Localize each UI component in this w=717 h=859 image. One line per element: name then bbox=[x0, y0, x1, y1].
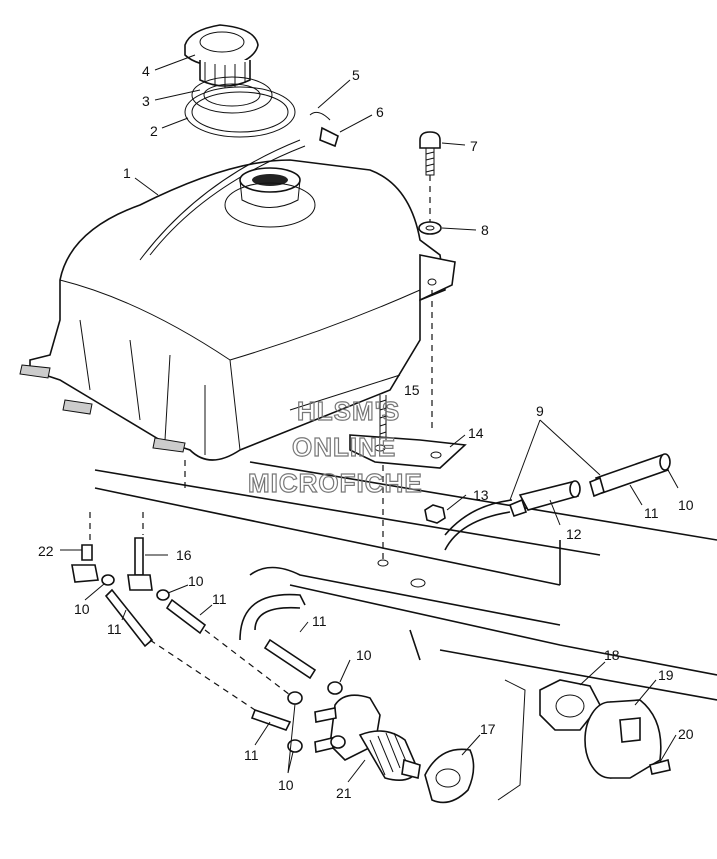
callout-10-d: 10 bbox=[356, 647, 372, 663]
fuel-lines-lower bbox=[104, 588, 317, 731]
bolt bbox=[419, 131, 441, 176]
vent-fitting bbox=[319, 126, 339, 148]
callout-11-a: 11 bbox=[644, 505, 659, 521]
callout-16: 16 bbox=[176, 547, 192, 563]
callout-4: 4 bbox=[142, 63, 150, 79]
callout-12: 12 bbox=[566, 526, 582, 542]
callout-5: 5 bbox=[352, 67, 360, 83]
callout-20: 20 bbox=[678, 726, 694, 742]
cap-seal bbox=[191, 76, 273, 114]
nut bbox=[424, 504, 446, 524]
callout-labels: 1 2 3 4 5 6 7 8 9 10 10 10 10 10 11 11 1… bbox=[38, 63, 694, 801]
fuel-filter bbox=[508, 480, 581, 518]
callout-10-e: 10 bbox=[278, 777, 294, 793]
callout-13: 13 bbox=[473, 487, 489, 503]
watermark-line-3: MICROFICHE bbox=[248, 468, 423, 498]
callout-21: 21 bbox=[336, 785, 352, 801]
tee-fitting bbox=[127, 537, 153, 591]
callout-15: 15 bbox=[404, 382, 420, 398]
callout-22: 22 bbox=[38, 543, 54, 559]
fuel-line-upper bbox=[444, 453, 671, 551]
callout-2: 2 bbox=[150, 123, 158, 139]
watermark: HLSM'S ONLINE MICROFICHE bbox=[247, 395, 423, 498]
valve-knob bbox=[584, 699, 662, 779]
valve-clamps bbox=[287, 681, 346, 753]
callout-17: 17 bbox=[480, 721, 496, 737]
hose-clamps-left bbox=[101, 574, 170, 601]
fuel-tank bbox=[19, 111, 456, 461]
knob-screw bbox=[649, 758, 671, 775]
callout-7: 7 bbox=[470, 138, 478, 154]
callout-11-c: 11 bbox=[212, 591, 227, 607]
callout-11-d: 11 bbox=[312, 613, 327, 629]
callout-14: 14 bbox=[468, 425, 484, 441]
callout-10-b: 10 bbox=[74, 601, 90, 617]
frame-rails bbox=[94, 461, 717, 701]
callout-19: 19 bbox=[658, 667, 674, 683]
elbow-fitting bbox=[71, 544, 99, 583]
callout-11-e: 11 bbox=[244, 747, 259, 763]
tank-gasket bbox=[184, 86, 296, 138]
callout-10-c: 10 bbox=[188, 573, 204, 589]
valve-plate bbox=[424, 748, 475, 804]
mount-bracket bbox=[349, 434, 467, 469]
callout-8: 8 bbox=[481, 222, 489, 238]
callout-1: 1 bbox=[123, 165, 131, 181]
callout-18: 18 bbox=[604, 647, 620, 663]
mount-screw bbox=[379, 395, 387, 440]
watermark-line-1: HLSM'S bbox=[297, 396, 400, 426]
leader-lines bbox=[60, 54, 679, 783]
callout-6: 6 bbox=[376, 104, 384, 120]
fuel-valve bbox=[314, 694, 421, 781]
watermark-line-2: ONLINE bbox=[292, 432, 396, 462]
callout-10-a: 10 bbox=[678, 497, 694, 513]
callout-3: 3 bbox=[142, 93, 150, 109]
callout-11-b: 11 bbox=[107, 621, 122, 637]
washer bbox=[418, 221, 442, 235]
callout-9: 9 bbox=[536, 403, 544, 419]
